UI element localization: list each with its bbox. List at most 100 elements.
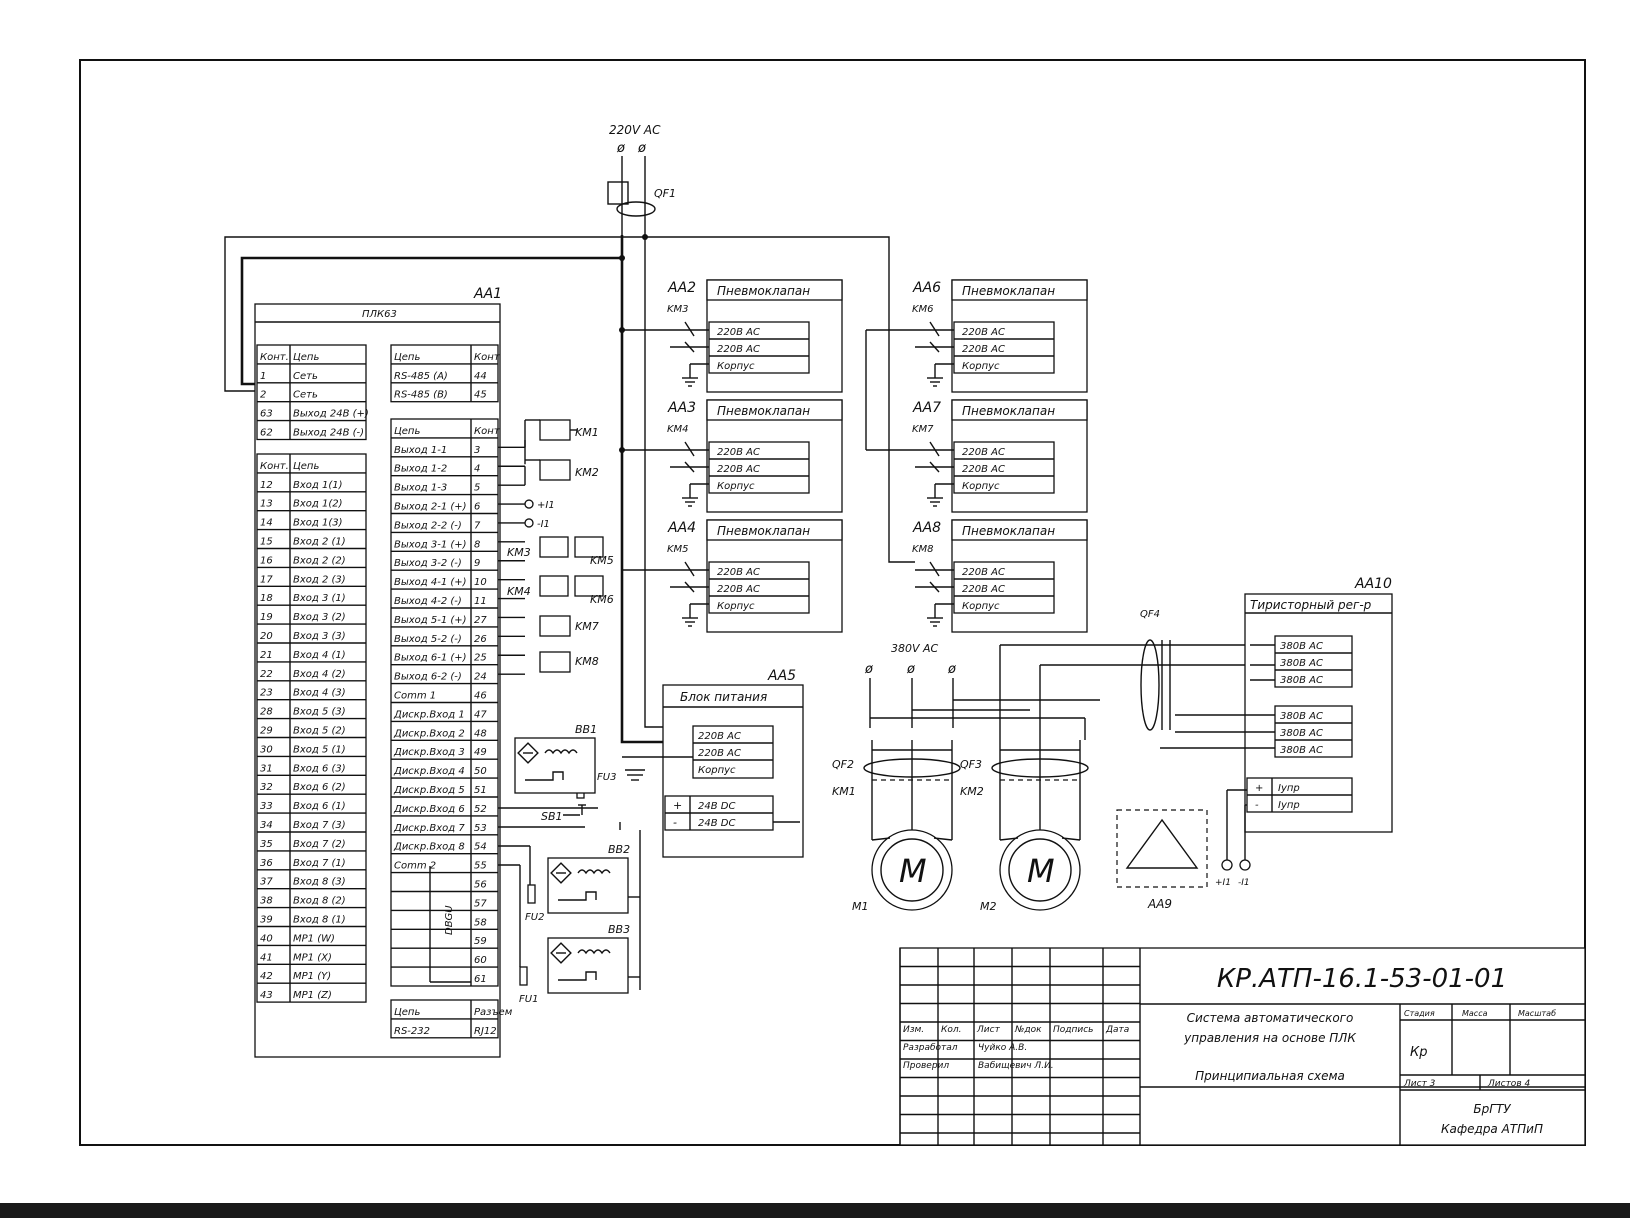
output-row: 27 [474, 615, 487, 626]
organization: Кафедра АТПиП [1441, 1122, 1543, 1136]
input-row: MP1 (W) [293, 933, 335, 944]
thyristor-polarity: + [1255, 783, 1263, 794]
input-row: Вход 7 (1) [293, 858, 346, 869]
drawing-description: Принципиальная схема [1195, 1069, 1345, 1083]
power-row: Сеть [293, 371, 318, 382]
valve-terminal: Корпус [717, 601, 755, 612]
bottom-bar [0, 1203, 1630, 1218]
relay-coil: KM8 [539, 651, 599, 673]
valve-contactor: KM8 [912, 544, 934, 555]
valve-title: Пневмоклапан [962, 284, 1055, 298]
thyristor-terminal: 380В AC [1280, 675, 1323, 686]
output-row: 6 [474, 502, 480, 513]
input-row: Вход 1(1) [293, 480, 343, 491]
output-row: Comm 1 [394, 691, 436, 702]
drawing-description: управления на основе ПЛК [1183, 1031, 1356, 1045]
stage-header: Масса [1462, 1009, 1488, 1018]
output-row: Дискр.Вход 8 [393, 842, 465, 853]
psu-id: AA5 [767, 668, 796, 684]
output-row: Выход 2-1 (+) [394, 502, 467, 513]
input-row: Вход 3 (2) [293, 612, 346, 623]
thyristor-terminal: 380В AC [1280, 658, 1323, 669]
title-block [899, 947, 1586, 1146]
power-row: Сеть [293, 390, 318, 401]
thyristor-terminal: 380В AC [1280, 745, 1323, 756]
relay-coil: KM2 [539, 459, 599, 481]
output-row: Дискр.Вход 5 [393, 785, 465, 796]
role-label: Разработал [903, 1043, 958, 1053]
terminal-symbol: ø [864, 662, 874, 677]
input-row: Вход 4 (3) [293, 688, 346, 699]
thyristor-terminal: Iупр [1278, 783, 1300, 794]
input-row: 31 [260, 763, 273, 774]
table-header: Конт [474, 352, 501, 363]
output-row: Выход 5-2 (-) [394, 634, 462, 645]
plc-model: ПЛК63 [362, 309, 397, 320]
input-row: Вход 8 (3) [293, 877, 346, 888]
title-column: Лист [976, 1025, 1001, 1035]
output-row: Выход 4-2 (-) [394, 596, 462, 607]
output-row: 53 [474, 823, 487, 834]
power-row: 2 [260, 390, 266, 401]
valve-id: AA7 [912, 400, 941, 416]
input-row: Вход 8 (2) [293, 896, 346, 907]
output-row: Дискр.Вход 2 [393, 728, 465, 739]
output-row: Выход 6-2 (-) [394, 672, 462, 683]
relay-label: KM6 [590, 593, 614, 606]
input-row: MP1 (X) [293, 952, 332, 963]
valve-contactor: KM5 [667, 544, 689, 555]
signal-label: +I1 [1215, 878, 1231, 888]
input-row: 41 [260, 952, 273, 963]
contactor-label: KM1 [832, 785, 856, 798]
output-row: Выход 1-1 [394, 445, 447, 456]
thyristor-terminal: Iупр [1278, 800, 1300, 811]
valve-contactor: KM6 [912, 304, 934, 315]
output-row: Выход 3-1 (+) [394, 539, 467, 550]
input-row: 17 [260, 574, 273, 585]
output-row: Выход 2-2 (-) [394, 520, 462, 531]
psu-polarity: + [673, 799, 682, 812]
table-header: Цепь [394, 426, 420, 437]
output-row: 51 [474, 785, 487, 796]
input-row: Вход 6 (2) [293, 782, 346, 793]
output-row: Выход 5-1 (+) [394, 615, 467, 626]
input-row: MP1 (Z) [293, 990, 332, 1001]
relay-coil: KM7 [539, 615, 599, 637]
valve-contactor: KM4 [667, 424, 689, 435]
output-row: 8 [474, 539, 480, 550]
output-row: Дискр.Вход 6 [393, 804, 465, 815]
output-row: Выход 1-2 [394, 464, 447, 475]
valve-title: Пневмоклапан [717, 404, 810, 418]
breaker-label: QF2 [832, 758, 854, 771]
valve-terminal: 220В AC [962, 327, 1005, 338]
organization: БрГТУ [1473, 1102, 1511, 1116]
signal-label: -I1 [1238, 878, 1250, 888]
table-header: Конт [474, 426, 501, 437]
sheet-count: Листов 4 [1487, 1079, 1530, 1089]
power-row: 62 [260, 428, 273, 439]
valve-terminal: 220В AC [717, 447, 760, 458]
valve-terminal: Корпус [962, 361, 1000, 372]
sensor-bb1: BB1 [514, 723, 597, 794]
plc-id: AA1 [473, 286, 502, 302]
input-row: 18 [260, 593, 273, 604]
dbgu-label: DBGU [444, 905, 455, 935]
valve-terminal: Корпус [717, 481, 755, 492]
output-row: Дискр.Вход 7 [393, 823, 465, 834]
valve-terminal: 220В AC [962, 567, 1005, 578]
relay-label: KM2 [575, 466, 599, 479]
port-row: RS-232 [394, 1026, 430, 1037]
valve-id: AA6 [912, 280, 941, 296]
relay-label: KM8 [575, 655, 599, 668]
fuse-label: FU2 [525, 912, 544, 923]
valve-terminal: 220В AC [717, 584, 760, 595]
input-row: 20 [260, 631, 273, 642]
fuse-label: FU1 [519, 994, 538, 1005]
output-row: Выход 4-1 (+) [394, 577, 467, 588]
psu-terminal: 24В DC [698, 818, 735, 829]
